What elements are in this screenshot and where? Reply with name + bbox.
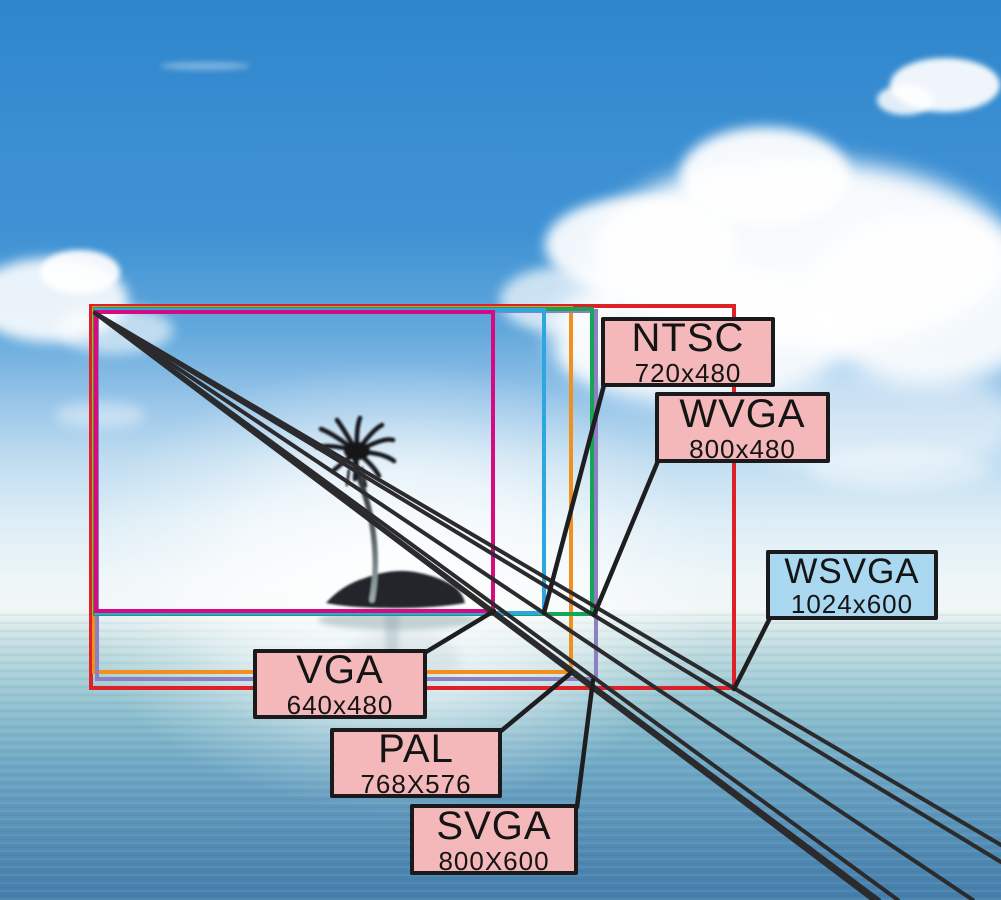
cloud-puff [680, 127, 850, 223]
diagonal-ntsc [93, 311, 975, 900]
diagonal-wvga [93, 311, 1001, 864]
label-box-wsvga: WSVGA 1024x600 [766, 550, 938, 620]
label-box-vga: VGA 640x480 [253, 649, 427, 719]
resolution-size: 800x480 [689, 433, 796, 464]
cloud-puff [805, 215, 1001, 385]
connector-pal [498, 670, 574, 734]
resolution-size: 720x480 [634, 358, 742, 388]
resolution-name: WSVGA [784, 551, 920, 591]
resolution-name: PAL [378, 727, 454, 771]
connector-ntsc [541, 382, 607, 616]
connector-svga [574, 677, 596, 810]
resolution-size: 1024x600 [790, 588, 914, 619]
label-box-ntsc: NTSC 720x480 [601, 317, 775, 387]
resolution-name: SVGA [436, 803, 552, 848]
connector-vga [423, 608, 497, 655]
rect-vga [94, 310, 495, 613]
cloud-left-wisp [55, 402, 145, 428]
diagonal-fan-lines [93, 311, 1001, 900]
label-connectors [423, 382, 773, 810]
resolution-name: VGA [296, 648, 384, 692]
diagonal-pal [93, 311, 875, 900]
label-box-wvga: WVGA 800x480 [655, 392, 830, 463]
resolution-size: 640x480 [286, 690, 394, 720]
resolution-size: 800X600 [438, 845, 550, 876]
island [314, 415, 465, 608]
diagonal-wsvga [93, 311, 1001, 847]
island-mound [326, 570, 465, 608]
cloud-topright [877, 85, 933, 115]
connector-wvga [591, 458, 661, 618]
cloud-streak [160, 62, 250, 70]
label-box-svga: SVGA 800X600 [410, 804, 578, 875]
cloud-lower-wisp [810, 448, 990, 492]
clouds [0, 58, 1001, 492]
resolution-size: 768X576 [360, 769, 472, 799]
connector-wsvga [731, 615, 773, 692]
resolution-name: WVGA [679, 391, 806, 436]
label-box-pal: PAL 768X576 [330, 728, 502, 798]
cloud-left [40, 250, 120, 294]
palm-crown-core [344, 442, 370, 460]
resolution-name: NTSC [631, 316, 745, 360]
